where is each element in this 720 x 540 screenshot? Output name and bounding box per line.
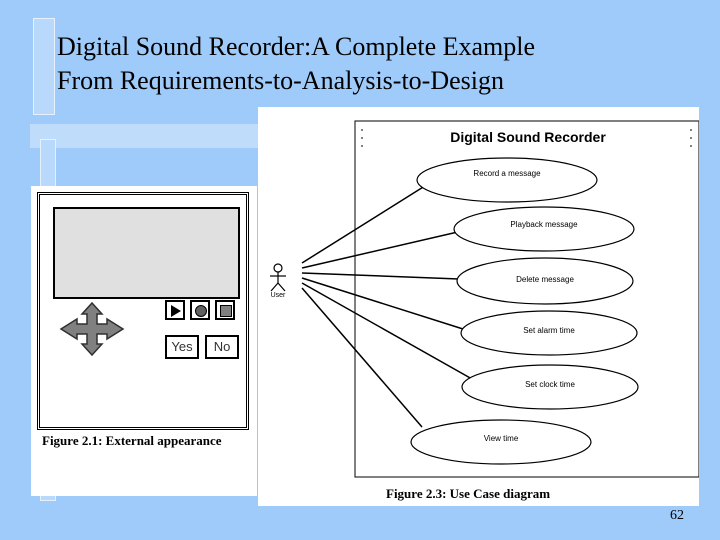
use-case: Playback message (453, 206, 635, 252)
use-case-label: View time (484, 434, 519, 443)
slide-title-line-2: From Requirements-to-Analysis-to-Design (57, 66, 504, 95)
use-case-label: Record a message (473, 169, 541, 178)
no-button[interactable]: No (205, 335, 239, 359)
use-case: View time (410, 419, 592, 465)
user-actor-icon (270, 263, 286, 292)
use-case: Record a message (416, 157, 598, 203)
stop-icon (220, 305, 232, 317)
record-icon (195, 305, 207, 317)
association-line (301, 183, 429, 264)
use-case-label: Set alarm time (523, 326, 575, 335)
diagram-title: Digital Sound Recorder (450, 129, 606, 145)
use-case: Set alarm time (460, 310, 638, 356)
figure-caption-use-case: Figure 2.3: Use Case diagram (386, 486, 551, 501)
use-case: Delete message (456, 257, 634, 305)
play-button[interactable] (165, 300, 185, 320)
use-case-label: Delete message (516, 275, 574, 284)
association-line (301, 272, 460, 280)
figure-external-appearance: Yes No Figure 2.1: External appearance (31, 186, 257, 496)
use-case: Set clock time (461, 364, 639, 410)
association-line (301, 277, 464, 330)
slide-title: Digital Sound Recorder:A Complete Exampl… (57, 30, 535, 98)
yes-button[interactable]: Yes (165, 335, 199, 359)
page-number: 62 (670, 508, 684, 523)
play-icon (171, 305, 181, 317)
association-line (301, 287, 423, 428)
direction-pad-icon (59, 301, 125, 357)
association-line (301, 230, 463, 269)
figure-use-case-diagram: Digital Sound Recorder User Record a mes… (258, 107, 699, 506)
use-case-diagram-canvas: Digital Sound Recorder User Record a mes… (270, 120, 699, 478)
device-display-screen (53, 207, 240, 299)
recorder-device: Yes No (37, 192, 249, 430)
actor-label: User (271, 292, 286, 299)
association-line (301, 282, 473, 380)
slide-title-line-1: Digital Sound Recorder:A Complete Exampl… (57, 32, 536, 61)
use-case-label: Playback message (510, 220, 578, 229)
stop-button[interactable] (215, 300, 235, 320)
deco-left-bar-top (33, 18, 55, 115)
figure-caption-external-appearance: Figure 2.1: External appearance (42, 433, 222, 448)
record-button[interactable] (190, 300, 210, 320)
use-case-label: Set clock time (525, 380, 575, 389)
deco-horizontal-band (30, 124, 264, 148)
